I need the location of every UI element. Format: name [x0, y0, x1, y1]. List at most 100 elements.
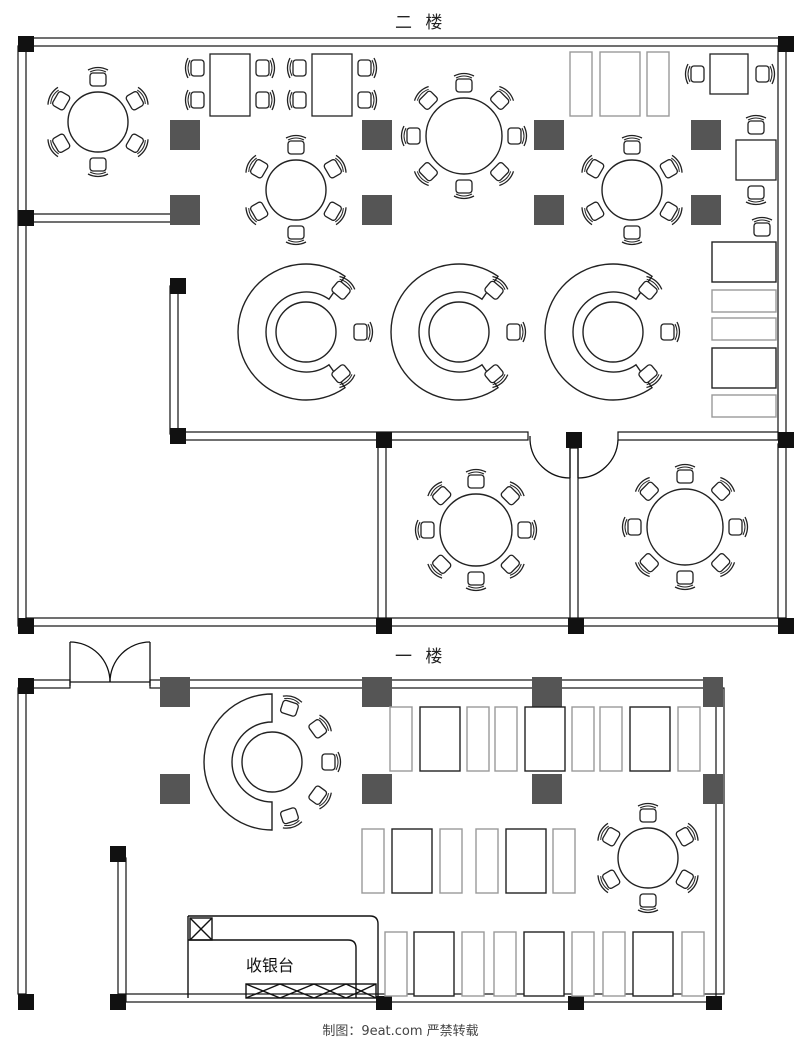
chair [660, 321, 681, 343]
booth-table [677, 706, 701, 772]
chair [673, 821, 701, 850]
chair [633, 550, 662, 579]
chair [353, 321, 374, 343]
chair [321, 153, 349, 182]
chair [285, 134, 307, 155]
chair [184, 89, 205, 111]
chair [321, 198, 349, 227]
chair [425, 479, 455, 509]
chair [621, 516, 642, 538]
floor-label-lower: 一 楼 [395, 647, 447, 667]
upper-columns [170, 120, 721, 225]
chair [425, 551, 455, 581]
booth-table [599, 51, 641, 117]
chair [285, 225, 307, 246]
chair [657, 153, 685, 182]
booth-table [413, 931, 455, 997]
booth-table [711, 289, 777, 313]
chair [412, 159, 441, 188]
chair [621, 225, 643, 246]
chair [621, 134, 643, 155]
chair [453, 72, 475, 93]
chair [674, 463, 696, 484]
chair [708, 475, 737, 504]
chair [517, 519, 538, 541]
chair [487, 84, 516, 113]
round-table [414, 468, 538, 592]
chair [243, 153, 271, 182]
booth-table [361, 828, 385, 894]
booth-table [711, 317, 777, 341]
lower-corner-posts [18, 678, 722, 1010]
chair [465, 571, 487, 592]
c-booth [203, 693, 342, 831]
chair [87, 66, 109, 87]
booth-table [599, 706, 623, 772]
entrance-doors [69, 641, 151, 686]
cashier-label: 收银台 [246, 956, 295, 975]
chair [595, 866, 623, 895]
chair [728, 516, 749, 538]
booth-table [711, 347, 777, 389]
chair [357, 57, 378, 79]
booth-table [439, 828, 463, 894]
chair [637, 802, 659, 823]
chair [45, 130, 73, 159]
chair [184, 57, 205, 79]
booth-table [384, 931, 408, 997]
chair [357, 89, 378, 111]
chair [243, 198, 271, 227]
booth-table [494, 706, 518, 772]
booth-table [524, 706, 566, 772]
chair [633, 475, 662, 504]
booth-tables [361, 51, 777, 997]
chair [673, 866, 701, 895]
booth-table [552, 828, 576, 894]
c-booth [544, 263, 681, 401]
round-table [595, 802, 701, 914]
chair [414, 519, 435, 541]
chair [708, 550, 737, 579]
cashier-counter [187, 915, 379, 999]
chair [453, 179, 475, 200]
chair [684, 63, 705, 85]
chair [277, 805, 304, 831]
booth-table [419, 706, 461, 772]
booth-table [711, 394, 777, 418]
chair [321, 751, 342, 773]
chair [286, 57, 307, 79]
booth-table [571, 931, 595, 997]
chair [497, 479, 527, 509]
chair [45, 85, 73, 114]
chair [595, 821, 623, 850]
round-table [243, 134, 349, 246]
chair [657, 198, 685, 227]
chair [745, 185, 767, 206]
chair [755, 63, 776, 85]
chair [277, 693, 304, 719]
c-booths [203, 263, 681, 831]
c-booth [237, 263, 374, 401]
booth-table [629, 706, 671, 772]
booth-table [711, 241, 777, 283]
round-table [45, 66, 151, 178]
chair [412, 84, 441, 113]
chair [305, 782, 334, 812]
chair [87, 157, 109, 178]
chair [123, 130, 151, 159]
chair [579, 198, 607, 227]
round-table [579, 134, 685, 246]
upper-corner-posts [18, 36, 794, 634]
booth-table [505, 828, 547, 894]
booth-table [466, 706, 490, 772]
chair [400, 125, 421, 147]
booth-table [571, 706, 595, 772]
booth-table [493, 931, 517, 997]
round-table [621, 463, 749, 591]
booth-table [523, 931, 565, 997]
booth-table [632, 931, 674, 997]
chair [487, 159, 516, 188]
chair [123, 85, 151, 114]
chair [637, 893, 659, 914]
